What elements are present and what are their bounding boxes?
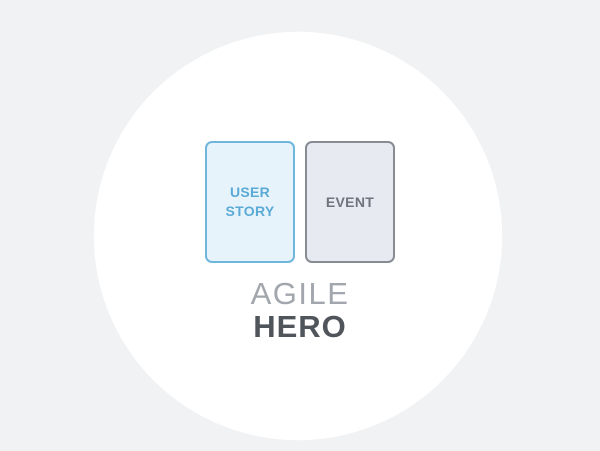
brand-logo: AGILE HERO [200,277,400,343]
segment-label-line-1: TAKE ONE [307,46,318,82]
user-story-card-line-2: STORY [225,203,275,219]
user-story-card-line-1: USER [229,184,271,200]
brand-title-agile: AGILE [250,276,350,311]
segment-label-line-2: USER STORY [315,41,327,87]
event-card-label: EVENT [325,193,375,210]
event-card[interactable]: EVENT [305,141,395,263]
user-story-card[interactable]: USER STORY [205,141,295,263]
inner-disc [94,32,502,440]
brand-title-hero: HERO [253,309,347,344]
